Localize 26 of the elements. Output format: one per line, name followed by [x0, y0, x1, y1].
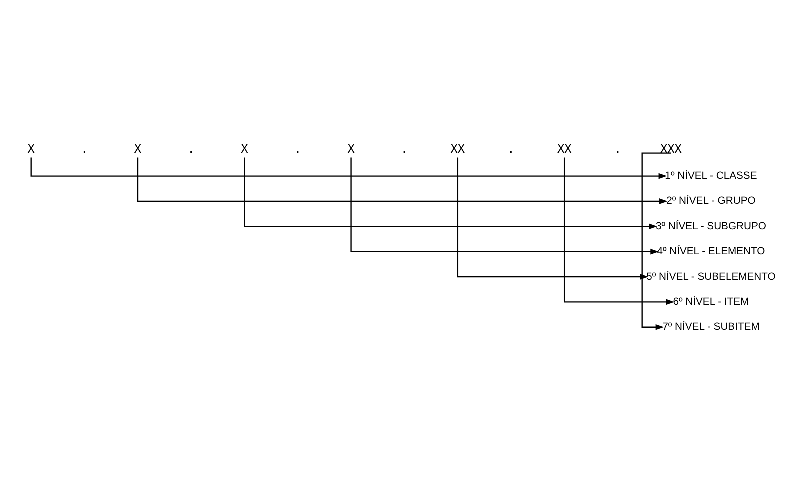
arrow [350, 158, 659, 255]
arrow [642, 152, 672, 330]
label: . [614, 142, 622, 156]
node-text: XX [450, 142, 466, 156]
arrow [137, 158, 668, 204]
label: . [81, 142, 88, 156]
node-text: XX [557, 142, 572, 156]
node-text: 2º NÍVEL - GRUPO [666, 196, 756, 208]
label: . [294, 142, 302, 156]
arrow [30, 158, 668, 180]
node-text: X [28, 142, 35, 156]
node-text: 7º NÍVEL - SUBITEM [662, 322, 760, 334]
arrow [564, 158, 674, 306]
arrow [244, 158, 658, 230]
node-text: X [134, 142, 142, 156]
node-text: X [348, 142, 355, 156]
node-text: 5º NÍVEL - SUBELEMENTO [646, 272, 776, 283]
label: . [401, 142, 408, 156]
node-text: XXX [660, 142, 682, 156]
node-text: X [241, 142, 248, 156]
node-text: 1º NÍVEL - CLASSE [665, 171, 758, 182]
label: . [188, 142, 195, 156]
node-text: 3º NÍVEL - SUBGRUPO [656, 221, 766, 232]
label: . [508, 142, 515, 156]
node-text: 4º NÍVEL - ELEMENTO [657, 246, 766, 258]
node-text: 6º NÍVEL - ITEM [673, 296, 750, 308]
